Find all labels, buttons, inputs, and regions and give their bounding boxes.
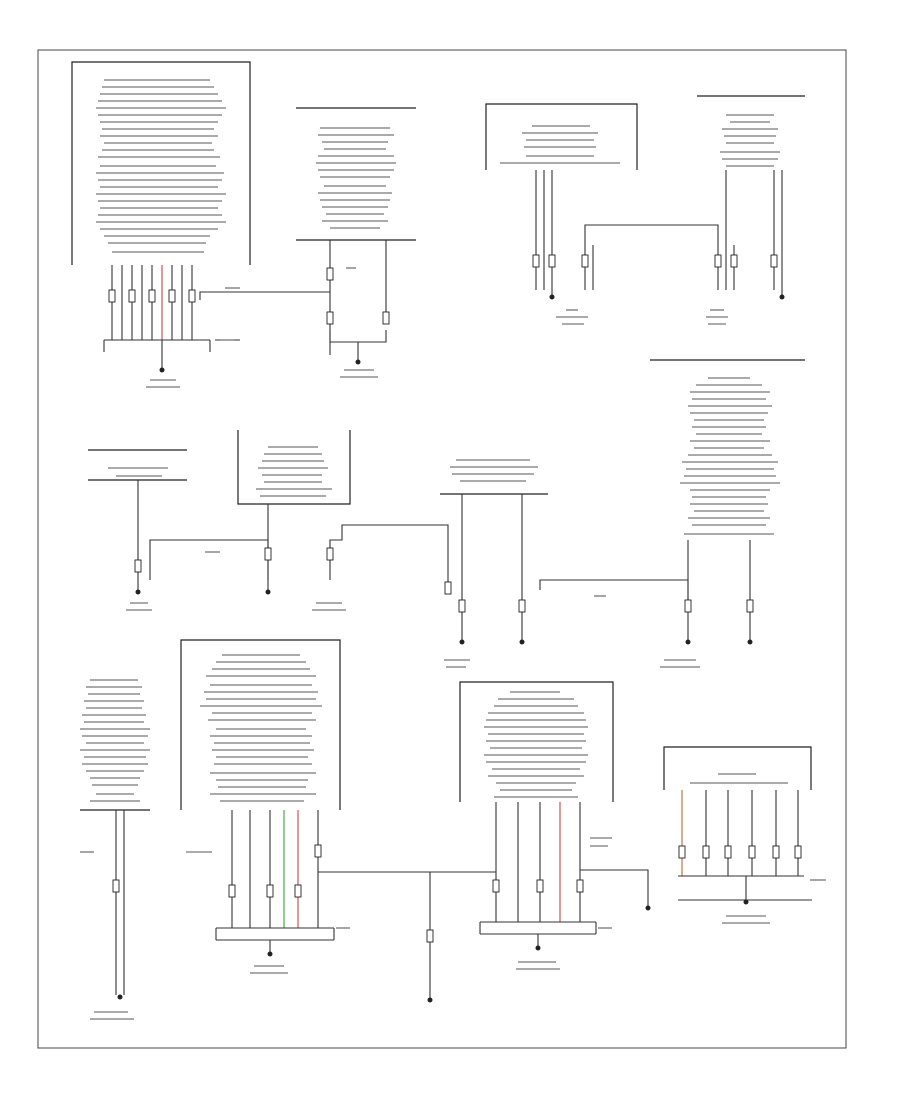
diagram-frame	[37, 49, 847, 1049]
wire-label-marks	[80, 267, 826, 929]
component-bottom-right	[663, 746, 812, 790]
component-top-center	[296, 107, 416, 241]
component-instrument-cluster	[71, 61, 251, 265]
connector-captions	[90, 309, 770, 1020]
component-mid-left	[88, 449, 187, 481]
component-bottom-center-left	[180, 639, 341, 810]
component-bottom-left	[80, 679, 150, 811]
component-top-right-1	[485, 103, 638, 170]
component-bottom-center	[459, 681, 614, 802]
component-mid-right	[650, 359, 805, 535]
wires	[103, 170, 812, 998]
component-text-lines	[96, 79, 226, 253]
component-mid-center-left	[237, 430, 351, 505]
component-mid-center	[440, 459, 548, 495]
connectors	[108, 254, 802, 1003]
component-top-right-2	[697, 95, 805, 167]
